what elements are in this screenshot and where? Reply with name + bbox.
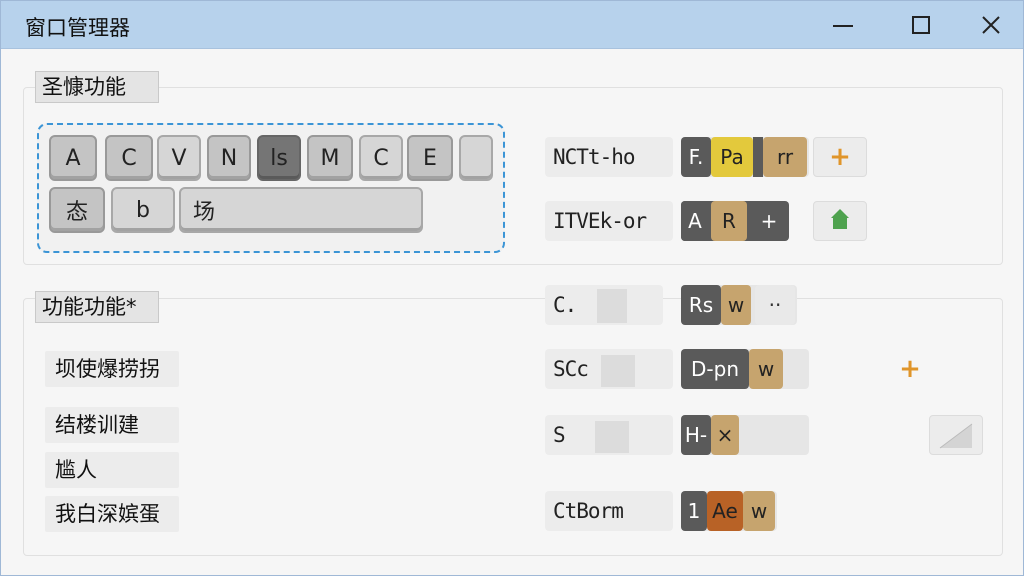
chip: rr: [763, 137, 807, 177]
add-shortcut-button-2[interactable]: +: [883, 349, 937, 389]
chip: Pa: [711, 137, 753, 177]
key-c2[interactable]: C: [359, 135, 403, 181]
shortcut-chips-5[interactable]: H- ×: [681, 415, 809, 455]
placeholder-block: [595, 421, 629, 453]
chip: D-pn: [681, 349, 749, 389]
collapse-button[interactable]: [929, 415, 983, 455]
home-shortcut-button[interactable]: [813, 201, 867, 241]
shortcut-label-6: CtBorm: [545, 491, 673, 531]
key-tai[interactable]: 态: [49, 187, 105, 233]
shortcut-chips-6[interactable]: 1 Ae w: [681, 491, 777, 531]
feature-item-4[interactable]: 我白深嫔蛋: [45, 496, 179, 532]
placeholder-block: [597, 289, 627, 323]
close-icon: [982, 16, 1000, 34]
key-v[interactable]: V: [157, 135, 201, 181]
section-label-keyboard: 圣慷功能: [35, 71, 159, 103]
chip: Rs: [681, 285, 721, 325]
minimize-button[interactable]: [817, 7, 869, 43]
shortcut-chips-1[interactable]: F. Pa rr: [681, 137, 809, 177]
chip: H-: [681, 415, 711, 455]
chip: F.: [681, 137, 711, 177]
chip: R: [711, 201, 747, 241]
shortcut-chips-4[interactable]: D-pn w: [681, 349, 809, 389]
plus-icon: +: [829, 142, 851, 172]
shortcut-chips-3[interactable]: Rs w ··: [681, 285, 797, 325]
fold-icon: [939, 423, 973, 449]
key-c[interactable]: C: [105, 135, 153, 181]
maximize-button[interactable]: [895, 7, 947, 43]
key-a[interactable]: A: [49, 135, 97, 181]
shortcut-label-1: NCTt-ho: [545, 137, 673, 177]
chip-gap: [753, 137, 763, 177]
key-b[interactable]: b: [111, 187, 175, 233]
chip: w: [721, 285, 751, 325]
shortcut-chips-2[interactable]: A R +: [681, 201, 789, 241]
function-panel: [23, 298, 1003, 556]
chip: w: [749, 349, 783, 389]
chip: 1: [681, 491, 707, 531]
key-ls[interactable]: ls: [257, 135, 301, 181]
chip: +: [753, 201, 785, 241]
chip: w: [743, 491, 775, 531]
keyboard-panel: [23, 87, 1003, 265]
feature-item-1[interactable]: 坝使爆捞拐: [45, 351, 179, 387]
shortcut-label-2: ITVEk-or: [545, 201, 673, 241]
section-label-function: 功能功能*: [35, 291, 159, 323]
maximize-icon: [912, 16, 930, 34]
chip: ··: [755, 285, 795, 325]
key-e[interactable]: E: [407, 135, 453, 181]
chip: A: [681, 201, 709, 241]
add-shortcut-button-1[interactable]: +: [813, 137, 867, 177]
close-button[interactable]: [965, 7, 1017, 43]
feature-item-3[interactable]: 尴人: [45, 452, 179, 488]
window-title: 窗口管理器: [25, 16, 130, 40]
chip: Ae: [707, 491, 743, 531]
title-bar[interactable]: 窗口管理器: [1, 1, 1023, 49]
home-icon: [831, 209, 849, 229]
plus-icon: +: [899, 354, 921, 384]
key-blank[interactable]: [459, 135, 493, 181]
minimize-icon: [833, 25, 853, 27]
key-space[interactable]: 场: [179, 187, 423, 233]
placeholder-block: [601, 355, 635, 387]
key-m[interactable]: M: [307, 135, 353, 181]
key-n[interactable]: N: [207, 135, 251, 181]
chip: ×: [711, 415, 739, 455]
feature-item-2[interactable]: 结楼训建: [45, 407, 179, 443]
